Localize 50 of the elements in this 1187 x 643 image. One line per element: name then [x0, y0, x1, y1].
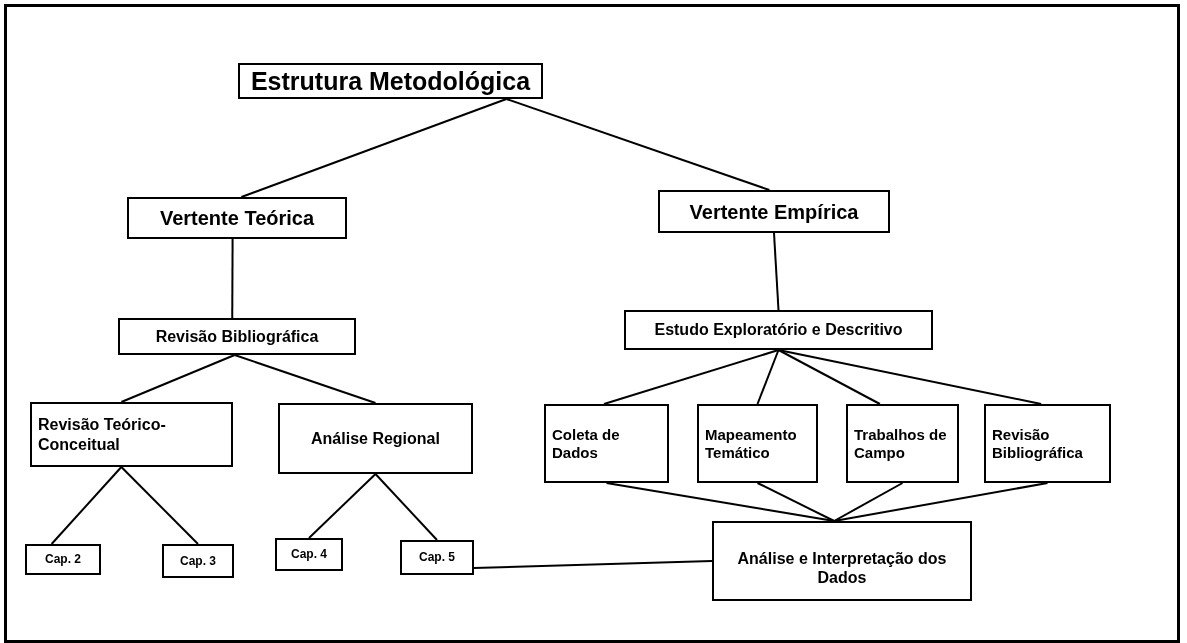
box-label: Cap. 4 — [291, 547, 327, 562]
connector-line — [777, 349, 881, 405]
box-label: Revisão Bibliográfica — [992, 425, 1084, 462]
process-box — [127, 197, 347, 239]
connector-line — [120, 466, 199, 545]
connector-line — [240, 98, 508, 198]
box-label: Coleta de Dados — [552, 425, 621, 462]
box-label: Revisão Bibliográfica — [155, 326, 319, 347]
connector-line — [833, 482, 904, 522]
connector-line — [308, 473, 377, 539]
connector-line — [50, 466, 123, 545]
process-box — [712, 521, 972, 601]
process-box — [30, 402, 233, 467]
box-label: Estudo Exploratório e Descritivo — [654, 320, 903, 340]
connector-line — [603, 349, 780, 405]
process-box — [658, 190, 890, 233]
box-label: Análise e Interpretação dos Dados — [736, 548, 948, 588]
process-box — [118, 318, 356, 355]
process-box — [400, 540, 474, 575]
connector-line — [374, 473, 438, 541]
box-label: Trabalhos de Campo — [854, 425, 948, 462]
process-box — [846, 404, 959, 483]
box-label: Cap. 2 — [45, 552, 81, 567]
box-label: Estrutura Metodológica — [250, 66, 531, 96]
connector-line — [505, 98, 771, 191]
connector-line — [120, 354, 236, 403]
title-box — [238, 63, 543, 99]
process-box — [162, 544, 234, 578]
connector-line — [777, 349, 1043, 405]
connector-line — [233, 354, 377, 404]
connector-line — [473, 560, 713, 569]
connector-line — [756, 482, 836, 522]
connector-line — [773, 232, 780, 311]
box-label: Revisão Teórico-Conceitual — [38, 415, 167, 454]
box-label: Mapeamento Temático — [705, 425, 798, 462]
box-label: Vertente Empírica — [689, 199, 859, 224]
process-box — [984, 404, 1111, 483]
process-box — [278, 403, 473, 474]
box-label: Análise Regional — [311, 428, 440, 449]
process-box — [544, 404, 669, 483]
connector-line — [756, 349, 780, 405]
process-box — [275, 538, 343, 571]
connector-line — [833, 482, 1049, 522]
box-label: Vertente Teórica — [159, 206, 315, 230]
process-box — [25, 544, 101, 575]
connector-line — [231, 238, 234, 319]
process-box — [624, 310, 933, 350]
process-box — [697, 404, 818, 483]
box-label: Cap. 3 — [180, 553, 216, 569]
box-label: Cap. 5 — [419, 550, 455, 565]
